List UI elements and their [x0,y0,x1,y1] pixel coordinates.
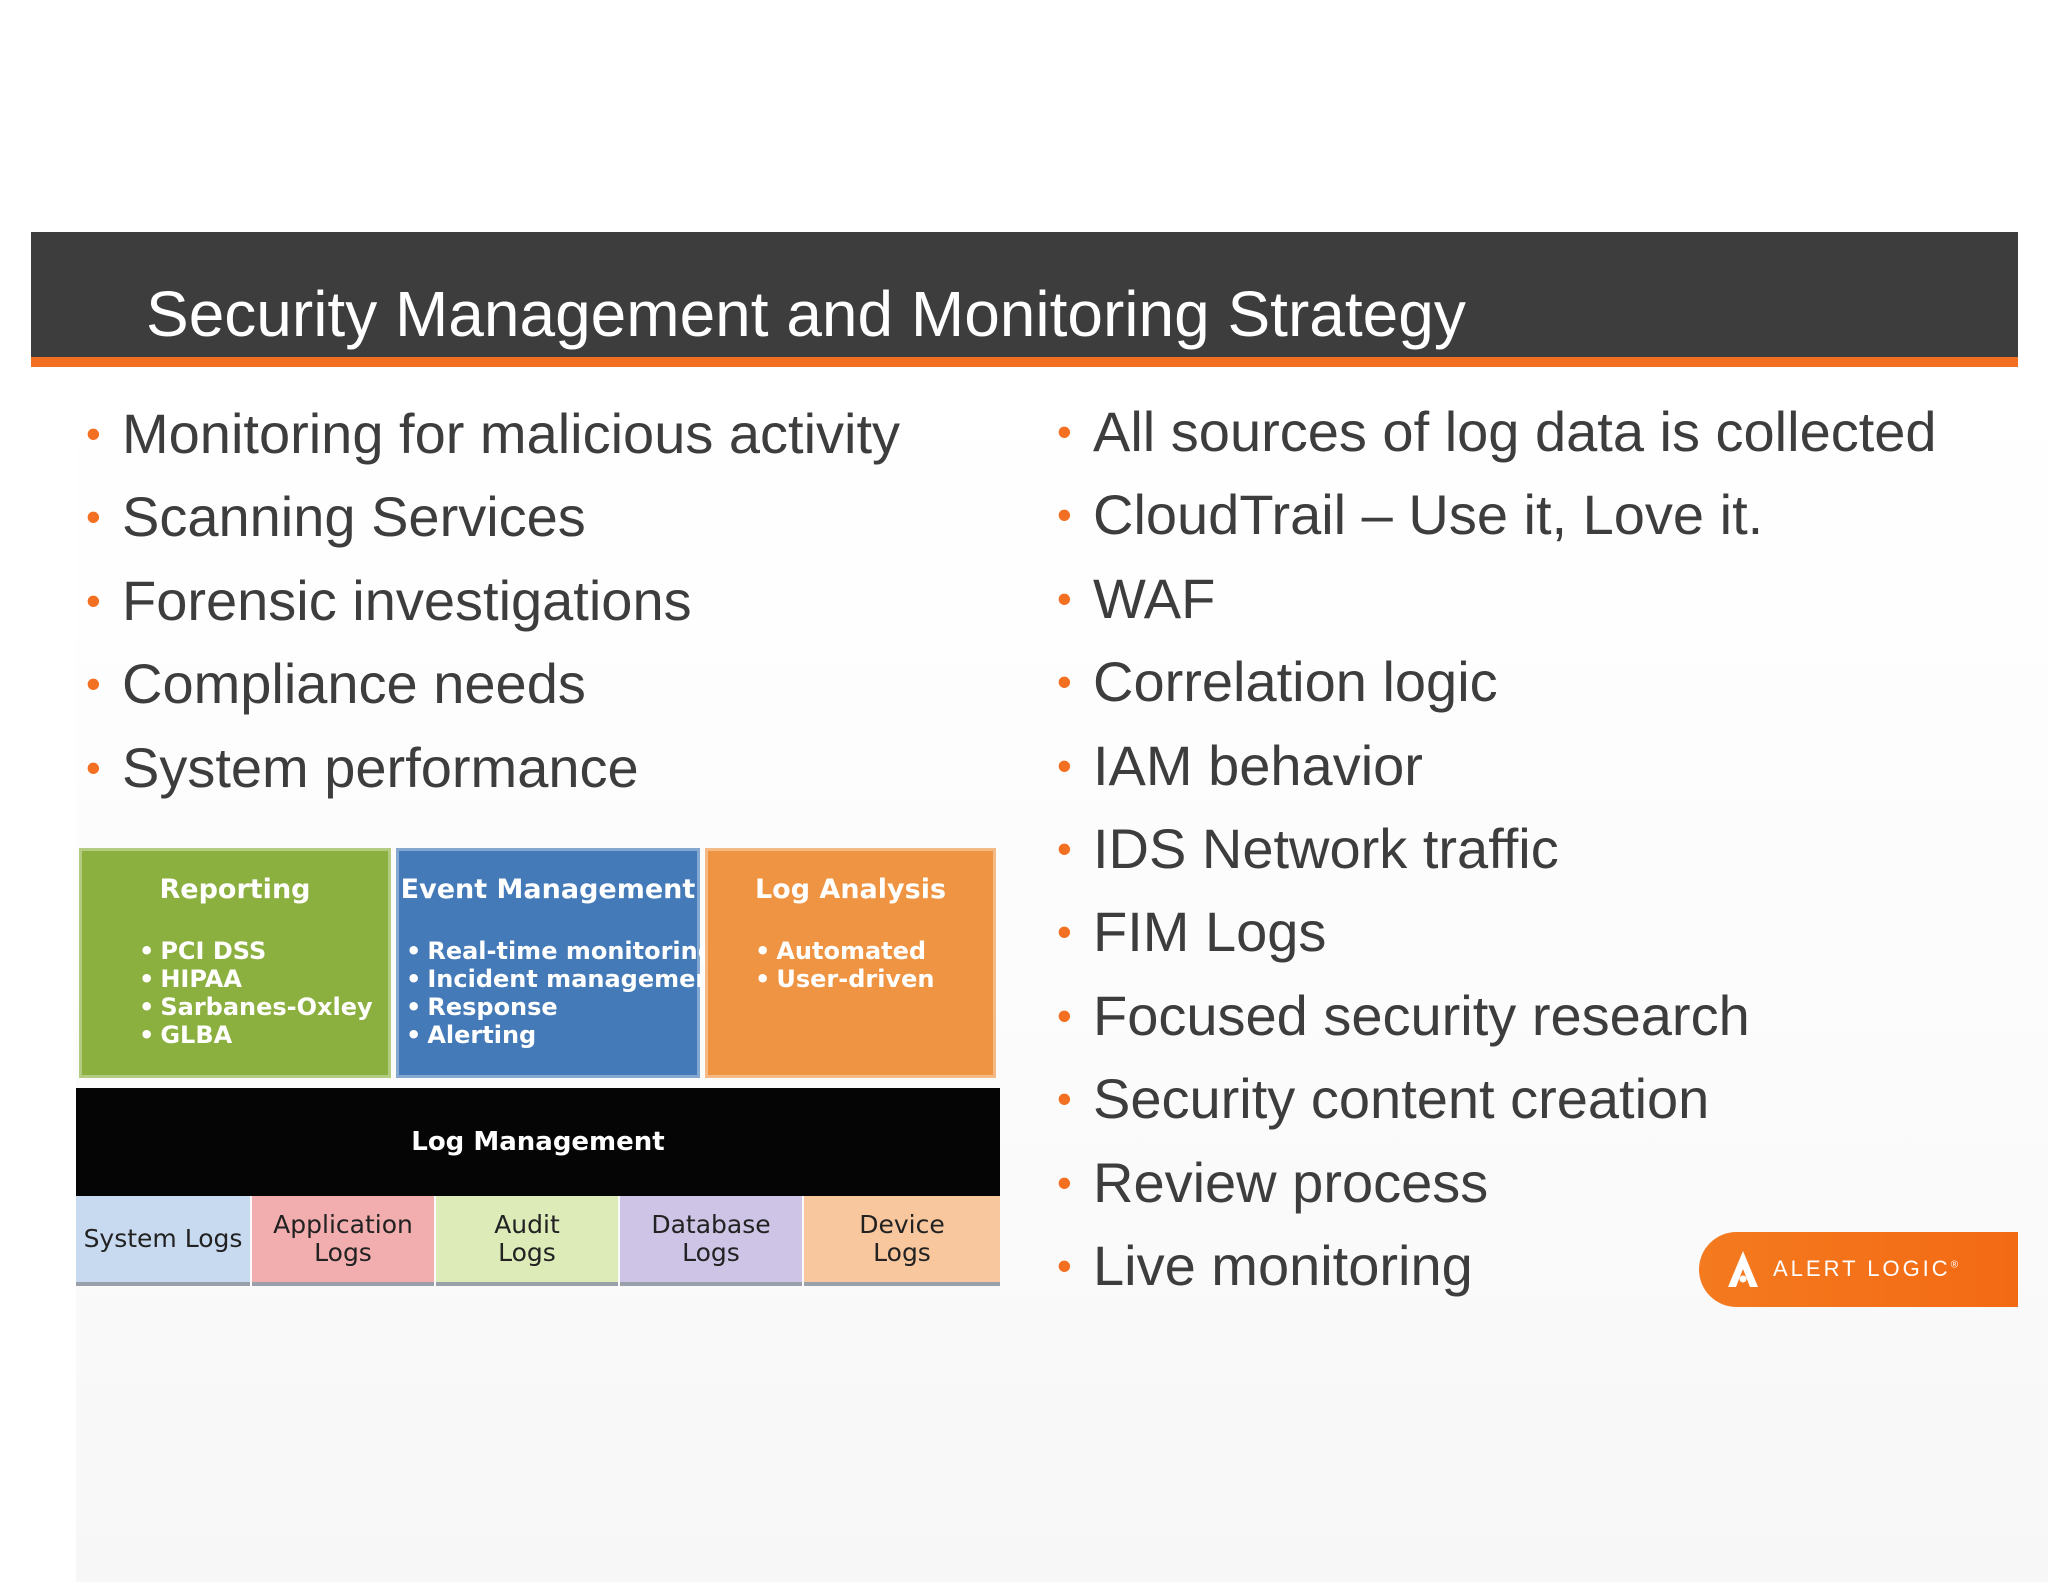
bullet-icon: • [1057,574,1072,622]
event-management-items: •Real-time monitoring •Incident manageme… [406,937,724,1049]
list-item: •Automated [755,937,927,965]
log-analysis-items: •Automated •User-driven [755,937,934,993]
list-item: •GLBA [139,1021,233,1049]
list-item: •Real-time monitoring [406,937,715,965]
log-management-diagram: Reporting •PCI DSS •HIPAA •Sarbanes-Oxle… [76,848,1000,1290]
bullet-item: •Focused security research [1057,974,1937,1057]
bullet-icon: • [86,660,101,708]
bullet-item: •All sources of log data is collected [1057,390,1937,473]
database-logs-box: Database Logs [620,1196,802,1286]
bullet-icon: • [1057,491,1072,539]
title-underline [31,357,2018,367]
alert-logic-logo: ALERT LOGIC® [1699,1232,2018,1307]
bullet-item: •Security content creation [1057,1057,1937,1140]
event-management-title: Event Management [400,874,696,905]
event-management-box: Event Management •Real-time monitoring •… [396,848,724,1078]
slide-title: Security Management and Monitoring Strat… [146,278,1466,350]
bullet-icon: • [1057,908,1072,956]
bullet-icon: • [1057,991,1072,1039]
log-analysis-title: Log Analysis [754,874,947,905]
bullet-item: •Scanning Services [86,475,900,558]
list-item: •Response [406,993,558,1021]
alert-logic-a-icon [1728,1251,1758,1287]
left-bullet-list: •Monitoring for malicious activity •Scan… [86,392,900,809]
bullet-item: •WAF [1057,557,1937,640]
reporting-title: Reporting [159,874,311,905]
bullet-item: •IDS Network traffic [1057,807,1937,890]
bullet-item: •CloudTrail – Use it, Love it. [1057,473,1937,556]
list-item: •PCI DSS [139,937,267,965]
log-management-bar: Log Management [76,1088,1000,1196]
logo-text: ALERT LOGIC® [1773,1256,1959,1281]
audit-logs-box: Audit Logs [436,1196,618,1286]
bullet-icon: • [1057,1241,1072,1289]
bullet-icon: • [1057,824,1072,872]
bullet-item: •FIM Logs [1057,890,1937,973]
list-item: •HIPAA [139,965,242,993]
bullet-item: •Review process [1057,1141,1937,1224]
bullet-icon: • [86,743,101,791]
bullet-icon: • [1057,1075,1072,1123]
reporting-box: Reporting •PCI DSS •HIPAA •Sarbanes-Oxle… [79,848,391,1078]
application-logs-box: Application Logs [252,1196,434,1286]
list-item: •Sarbanes-Oxley [139,993,373,1021]
bullet-icon: • [1057,408,1072,455]
device-logs-box: Device Logs [804,1196,1000,1286]
bullet-icon: • [1057,1158,1072,1206]
bullet-icon: • [1057,658,1072,706]
right-bullet-list: •All sources of log data is collected •C… [1057,390,1937,1307]
reporting-items: •PCI DSS •HIPAA •Sarbanes-Oxley •GLBA [139,937,373,1049]
bullet-item: •System performance [86,726,900,809]
bullet-item: •Forensic investigations [86,559,900,642]
bullet-item: •Monitoring for malicious activity [86,392,900,475]
bullet-item: •IAM behavior [1057,724,1937,807]
bullet-item: •Correlation logic [1057,640,1937,723]
system-logs-box: System Logs [76,1196,250,1286]
list-item: •Alerting [406,1021,537,1049]
bullet-icon: • [86,576,101,624]
bullet-icon: • [86,493,101,541]
list-item: •User-driven [755,965,935,993]
bullet-item: •Compliance needs [86,642,900,725]
bullet-icon: • [1057,741,1072,789]
title-bar [31,232,2018,357]
list-item: •Incident management [406,965,724,993]
bullet-item: •Live monitoring [1057,1224,1937,1307]
bullet-icon: • [86,410,101,457]
log-analysis-box: Log Analysis •Automated •User-driven [705,848,996,1078]
